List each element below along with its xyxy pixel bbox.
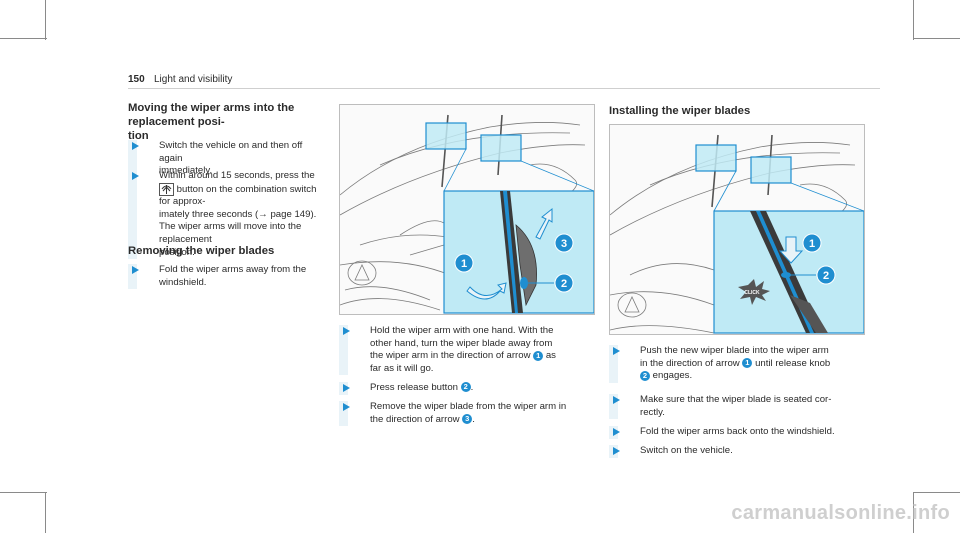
step-fold-back: Fold the wiper arms back onto the windsh… bbox=[609, 426, 863, 439]
wiper-icon bbox=[159, 182, 174, 196]
step-arrow-icon bbox=[613, 447, 620, 455]
fig2-label-1: 1 bbox=[809, 238, 815, 250]
step-check-seated: Make sure that the wiper blade is seated… bbox=[609, 394, 863, 420]
section-title: Light and visibility bbox=[154, 74, 233, 85]
ref-badge: 1 bbox=[742, 358, 753, 369]
fig1-label-3: 3 bbox=[561, 238, 567, 250]
step-push-blade: Push the new wiper blade into the wiper … bbox=[609, 345, 863, 383]
step-hold-arm: Hold the wiper arm with one hand. With t… bbox=[339, 325, 593, 376]
figure-remove-wiper: 1 2 3 bbox=[339, 104, 595, 315]
ref-badge: 2 bbox=[640, 370, 650, 381]
step-arrow-icon bbox=[132, 266, 139, 274]
ref-badge: 1 bbox=[533, 350, 544, 361]
crop-mark bbox=[0, 38, 47, 39]
step-arrow-icon bbox=[343, 384, 350, 392]
fig1-label-2: 2 bbox=[561, 278, 567, 290]
step-arrow-icon bbox=[613, 428, 620, 436]
step-arrow-icon bbox=[613, 347, 620, 355]
page-number: 150 bbox=[128, 74, 145, 85]
step-press-button: Within around 15 seconds, press the butt… bbox=[128, 170, 328, 260]
step-arrow-icon bbox=[613, 396, 620, 404]
step-arrow-icon bbox=[132, 142, 139, 150]
crop-mark bbox=[913, 0, 914, 40]
crop-mark bbox=[45, 492, 46, 533]
fig2-label-2: 2 bbox=[823, 270, 829, 282]
click-label: CLICK bbox=[744, 290, 760, 296]
crop-mark bbox=[45, 0, 46, 40]
watermark: carmanualsonline.info bbox=[731, 502, 950, 524]
heading-installing-blades: Installing the wiper blades bbox=[609, 105, 751, 117]
step-arrow-icon bbox=[343, 327, 350, 335]
crop-mark bbox=[913, 492, 914, 533]
step-remove-blade: Remove the wiper blade from the wiper ar… bbox=[339, 401, 593, 427]
header-rule bbox=[128, 88, 880, 89]
figure-install-wiper: CLICK 1 2 bbox=[609, 124, 865, 335]
step-press-release: Press release button 2. bbox=[339, 382, 593, 395]
step-switch-on: Switch on the vehicle. bbox=[609, 445, 863, 458]
crop-mark bbox=[913, 492, 960, 493]
step-arrow-icon bbox=[343, 403, 350, 411]
ref-badge: 2 bbox=[460, 382, 471, 393]
heading-removing-blades: Removing the wiper blades bbox=[128, 245, 275, 257]
ref-badge: 3 bbox=[462, 414, 473, 425]
step-arrow-icon bbox=[132, 172, 139, 180]
heading-moving-wipers: Moving the wiper arms into the replaceme… bbox=[128, 102, 295, 142]
fig1-label-1: 1 bbox=[461, 258, 467, 270]
crop-mark bbox=[913, 38, 960, 39]
step-fold-away: Fold the wiper arms away from the windsh… bbox=[128, 264, 328, 290]
crop-mark bbox=[0, 492, 47, 493]
step-switch-vehicle: Switch the vehicle on and then off again… bbox=[128, 140, 328, 178]
